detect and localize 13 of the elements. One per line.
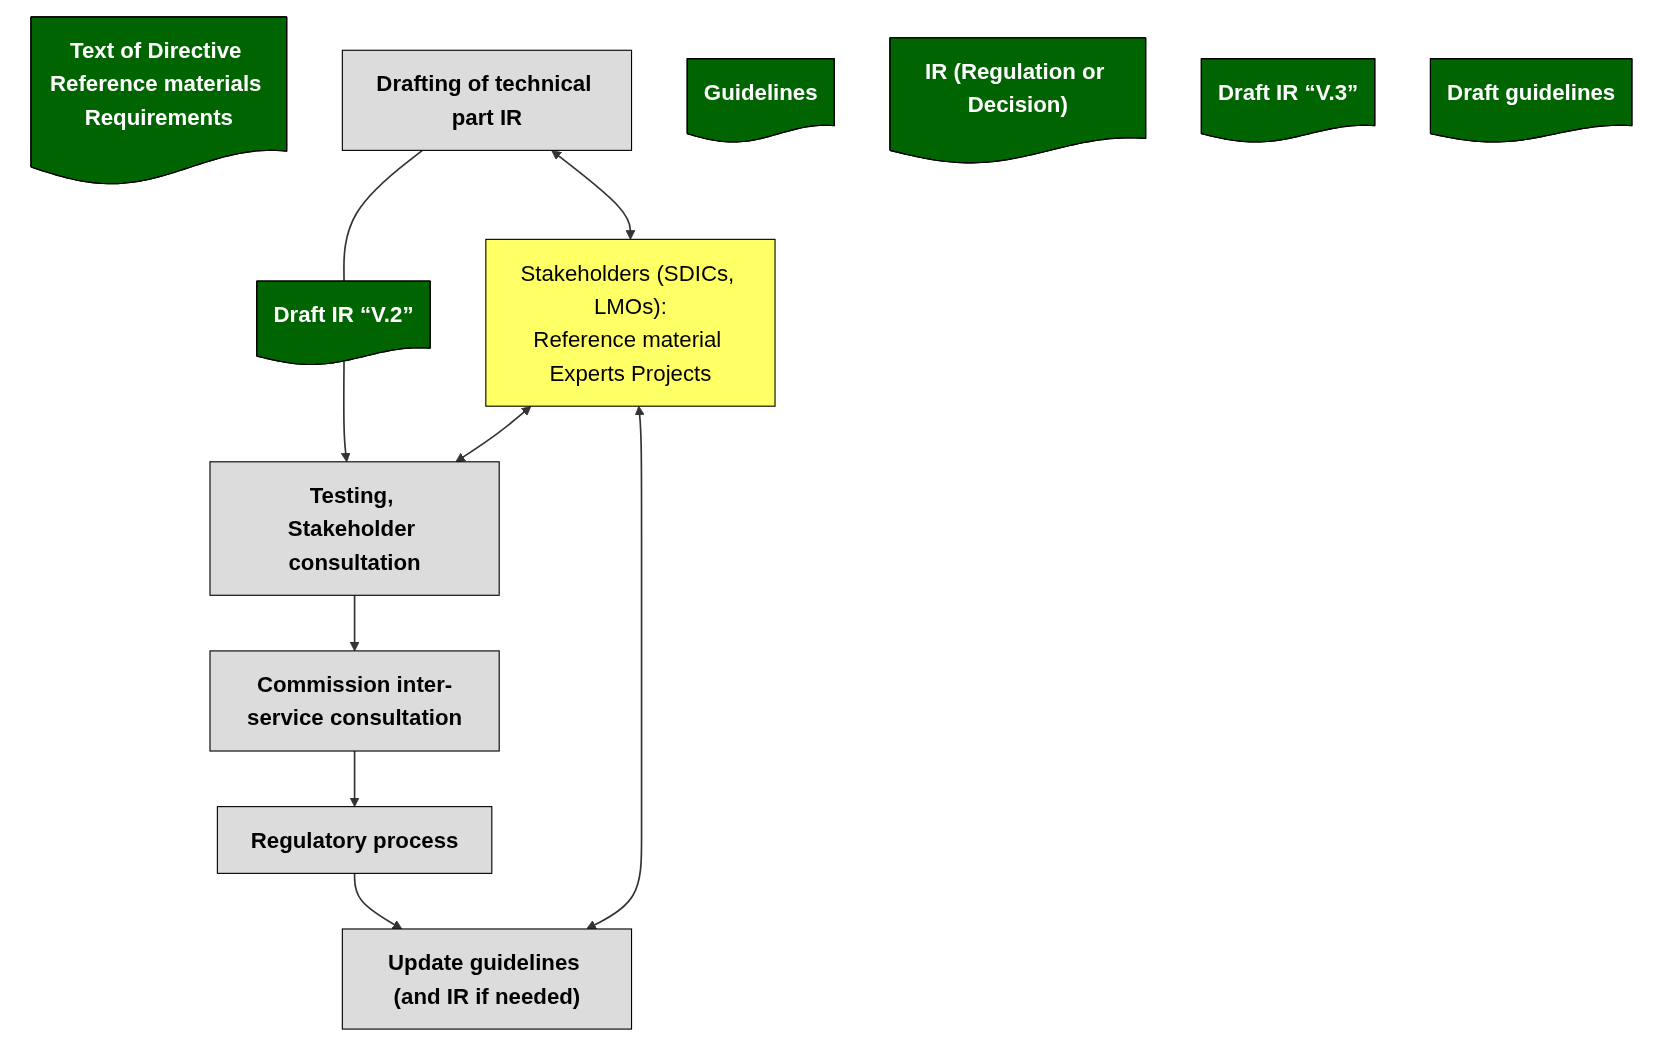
arrow (349, 749, 360, 807)
arrow (551, 149, 636, 240)
arrow (455, 405, 532, 462)
arrow (340, 360, 351, 462)
node-box: Drafting of technical part IR (341, 49, 633, 151)
node-box: Commission inter-service consultation (209, 649, 500, 752)
node-box: Testing, Stakeholder consultation (209, 460, 500, 596)
arrow (353, 872, 403, 929)
node-box: Stakeholders (SDICs, LMOs): Reference material Experts Projects (485, 238, 776, 407)
node-box: Regulatory process (216, 805, 493, 874)
arrow (586, 405, 645, 929)
arrow (349, 593, 360, 651)
node-box: Update guidelines (and IR if needed) (341, 927, 633, 1030)
